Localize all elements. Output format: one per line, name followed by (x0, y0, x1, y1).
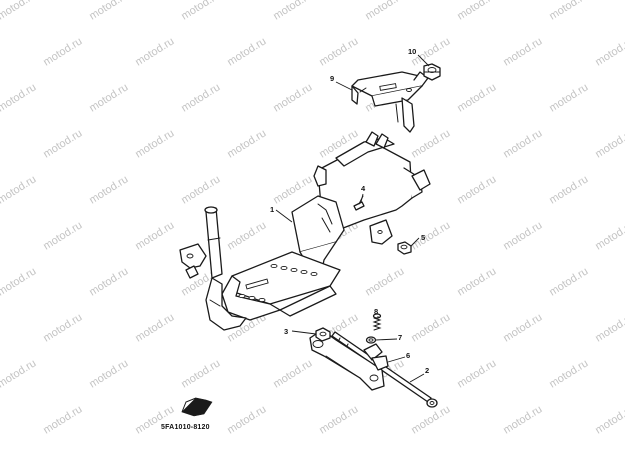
watermark-text: motod.ru (87, 81, 130, 114)
engine-hanger-part-6 (309, 329, 389, 391)
watermark-text: motod.ru (593, 311, 625, 344)
watermark-text: motod.ru (409, 311, 452, 344)
callout-1: 1 (270, 205, 274, 214)
watermark-text: motod.ru (455, 81, 498, 114)
watermark-text: motod.ru (593, 127, 625, 160)
callout-6: 6 (406, 351, 410, 360)
watermark-text: motod.ru (409, 403, 452, 436)
watermark-text: motod.ru (0, 173, 38, 206)
callout-2: 2 (425, 366, 429, 375)
watermark-text: motod.ru (87, 0, 130, 23)
watermark-text: motod.ru (547, 0, 590, 23)
watermark-text: motod.ru (133, 311, 176, 344)
nut-part-3 (315, 327, 331, 342)
spring-part-8 (372, 313, 382, 331)
watermark-text: motod.ru (179, 173, 222, 206)
watermark-text: motod.ru (87, 265, 130, 298)
watermark-text: motod.ru (133, 127, 176, 160)
watermark-text: motod.ru (501, 127, 544, 160)
watermark-text: motod.ru (179, 0, 222, 23)
watermark-text: motod.ru (41, 127, 84, 160)
watermark-text: motod.ru (593, 219, 625, 252)
watermark-text: motod.ru (409, 219, 452, 252)
watermark-text: motod.ru (225, 403, 268, 436)
watermark-text: motod.ru (271, 357, 314, 390)
watermark-text: motod.ru (455, 265, 498, 298)
watermark-text: motod.ru (179, 357, 222, 390)
seat-bracket-part-9 (351, 71, 429, 133)
watermark-text: motod.ru (179, 81, 222, 114)
watermark-text: motod.ru (133, 35, 176, 68)
watermark-text: motod.ru (133, 403, 176, 436)
watermark-text: motod.ru (271, 81, 314, 114)
watermark-text: motod.ru (593, 403, 625, 436)
nut-part-5 (397, 241, 412, 255)
watermark-text: motod.ru (547, 81, 590, 114)
watermark-text: motod.ru (271, 0, 314, 23)
watermark-text: motod.ru (547, 357, 590, 390)
main-frame-part-1 (179, 131, 431, 331)
watermark-text: motod.ru (409, 127, 452, 160)
leader-lines (275, 54, 430, 383)
callout-3: 3 (284, 327, 288, 336)
watermark-text: motod.ru (455, 173, 498, 206)
watermark-text: motod.ru (133, 219, 176, 252)
watermark-text: motod.ru (41, 219, 84, 252)
watermark-text: motod.ru (87, 173, 130, 206)
watermark-text: motod.ru (363, 0, 406, 23)
callout-9: 9 (330, 74, 334, 83)
watermark-text: motod.ru (87, 357, 130, 390)
callout-7: 7 (398, 333, 402, 342)
watermark-text: motod.ru (455, 0, 498, 23)
watermark-text: motod.ru (41, 35, 84, 68)
watermark-text: motod.ru (0, 0, 38, 23)
nut-part-10 (423, 63, 441, 81)
watermark-text: motod.ru (593, 35, 625, 68)
watermark-text: motod.ru (455, 357, 498, 390)
callout-5: 5 (421, 233, 425, 242)
watermark-text: motod.ru (41, 403, 84, 436)
diagram-code-label: 5FA1010-8120 (161, 424, 210, 431)
watermark-text: motod.ru (363, 265, 406, 298)
watermark-text: motod.ru (501, 403, 544, 436)
watermark-text: motod.ru (501, 35, 544, 68)
callout-4: 4 (361, 184, 366, 193)
callout-10: 10 (408, 47, 416, 56)
watermark-text: motod.ru (501, 311, 544, 344)
collar-part-7 (365, 336, 377, 344)
watermark-text: motod.ru (0, 265, 38, 298)
watermark-text: motod.ru (41, 311, 84, 344)
watermark-text: motod.ru (317, 35, 360, 68)
watermark-text: motod.ru (547, 173, 590, 206)
watermark-text: motod.ru (317, 403, 360, 436)
watermark-text: motod.ru (225, 127, 268, 160)
callout-8: 8 (374, 307, 378, 316)
watermark-text: motod.ru (225, 35, 268, 68)
watermark-text: motod.ru (225, 219, 268, 252)
front-direction-arrow-icon (181, 397, 213, 417)
watermark-text: motod.ru (0, 357, 38, 390)
callout-numbers: 1 2 3 4 5 6 7 8 9 10 (270, 47, 429, 375)
watermark-text: motod.ru (0, 81, 38, 114)
watermark-text: motod.ru (547, 265, 590, 298)
watermark-text: motod.ru (501, 219, 544, 252)
